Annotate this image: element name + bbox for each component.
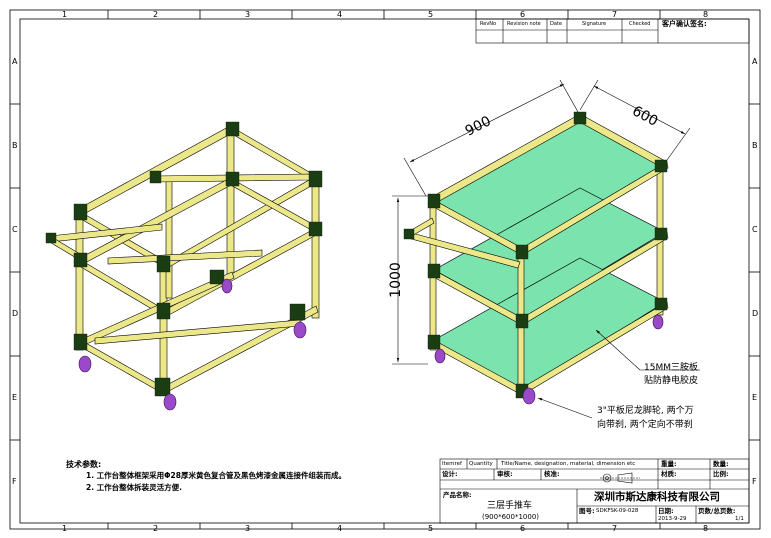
tb-header-title: Title/Name, designation, material, dimen… [501,461,636,467]
frame-joints [45,121,323,397]
row-label: A [752,57,758,66]
col-label: 3 [245,524,251,533]
row-label: C [12,225,18,234]
col-label: 5 [428,10,434,19]
rev-header: Revision note [507,21,541,27]
tb-review-label: 审核: [497,470,513,478]
tech-note-item: 2. 工作台整体拆装灵活方便. [86,483,183,492]
frame-tubes [47,125,320,394]
row-label: A [12,57,18,66]
tb-page-label: 页数/总页数: [698,507,736,515]
caster-callout-line1: 3"平板尼龙脚轮, 两个万 [597,406,694,416]
caster-callout-line2: 向带刹, 两个定向不带刹 [597,420,693,430]
row-label: F [752,477,757,486]
dimension-length: 900 [463,113,494,139]
tb-page: 1/1 [735,516,744,522]
tb-product-label: 产品名称: [443,491,472,499]
row-label: E [752,393,758,402]
tb-date: 2013-9-29 [658,516,687,522]
tb-qty-label: 数量: [713,460,729,468]
row-label: C [752,225,758,234]
shelf-panels [433,117,666,393]
col-label: 1 [62,524,68,533]
frame-casters [78,278,307,411]
tech-note-item: 1. 工作台整体框架采用Φ28厚米黄色复合管及黑色烤漆金属连接件组装而成。 [86,471,346,480]
tb-drawing-no-label: 图号: [579,507,595,515]
dimension-width: 600 [629,103,660,130]
tb-drawing-no: SDKFSK-09-028 [596,508,639,514]
shelf-joints [403,111,668,399]
dimension-lines [392,79,700,419]
tb-company-name: 深圳市斯达康科技有限公司 [594,491,720,503]
title-block [439,458,750,524]
col-label: 7 [612,524,618,533]
shelf-casters [434,314,664,405]
tech-notes-title: 技术参数: [66,460,102,469]
rev-header: Date [550,21,562,27]
tb-product-name: 三层手推车 [487,501,533,511]
tb-material-label: 材质: [661,470,677,478]
col-label: 4 [337,524,343,533]
col-label: 6 [520,10,526,19]
projection-symbol-icon [600,472,640,484]
frame-trolley-view [45,121,323,411]
tb-scale-label: 比例: [713,470,729,478]
panel-callout-line2: 贴防静电胶皮 [644,376,699,386]
tb-date-label: 日期: [658,507,674,515]
row-label: F [12,477,17,486]
tb-approve-label: 核准: [544,470,560,478]
col-label: 7 [612,10,618,19]
col-label: 2 [153,10,159,19]
tb-weight-label: 重量: [661,460,677,468]
panel-callout-line1: 15MM三胺板 [644,363,698,373]
col-label: 3 [245,10,251,19]
tb-header-itemref: Itemref [442,461,462,467]
dimension-height: 1000 [388,262,404,298]
row-label: D [12,309,19,318]
row-label: D [752,309,759,318]
rev-header: RevNo [480,21,497,27]
row-label: B [752,141,758,150]
tb-design-label: 设计: [442,470,458,478]
shelf-trolley-view [392,79,700,419]
col-label: 5 [428,524,434,533]
col-label: 1 [62,10,68,19]
row-label: E [12,393,18,402]
tb-product-size: (900*600*1000) [482,513,539,521]
revision-block [475,18,750,44]
rev-header: Signature [582,21,607,27]
col-label: 4 [337,10,343,19]
rev-header: Checked [629,21,651,27]
tb-header-quantity: Quantity [469,461,493,467]
drawing-frame [9,9,761,530]
col-label: 2 [153,524,159,533]
col-label: 8 [703,10,709,19]
col-label: 6 [520,524,526,533]
customer-sign-label: 客户确认签名: [662,20,707,28]
col-label: 8 [703,524,709,533]
row-label: B [12,141,18,150]
